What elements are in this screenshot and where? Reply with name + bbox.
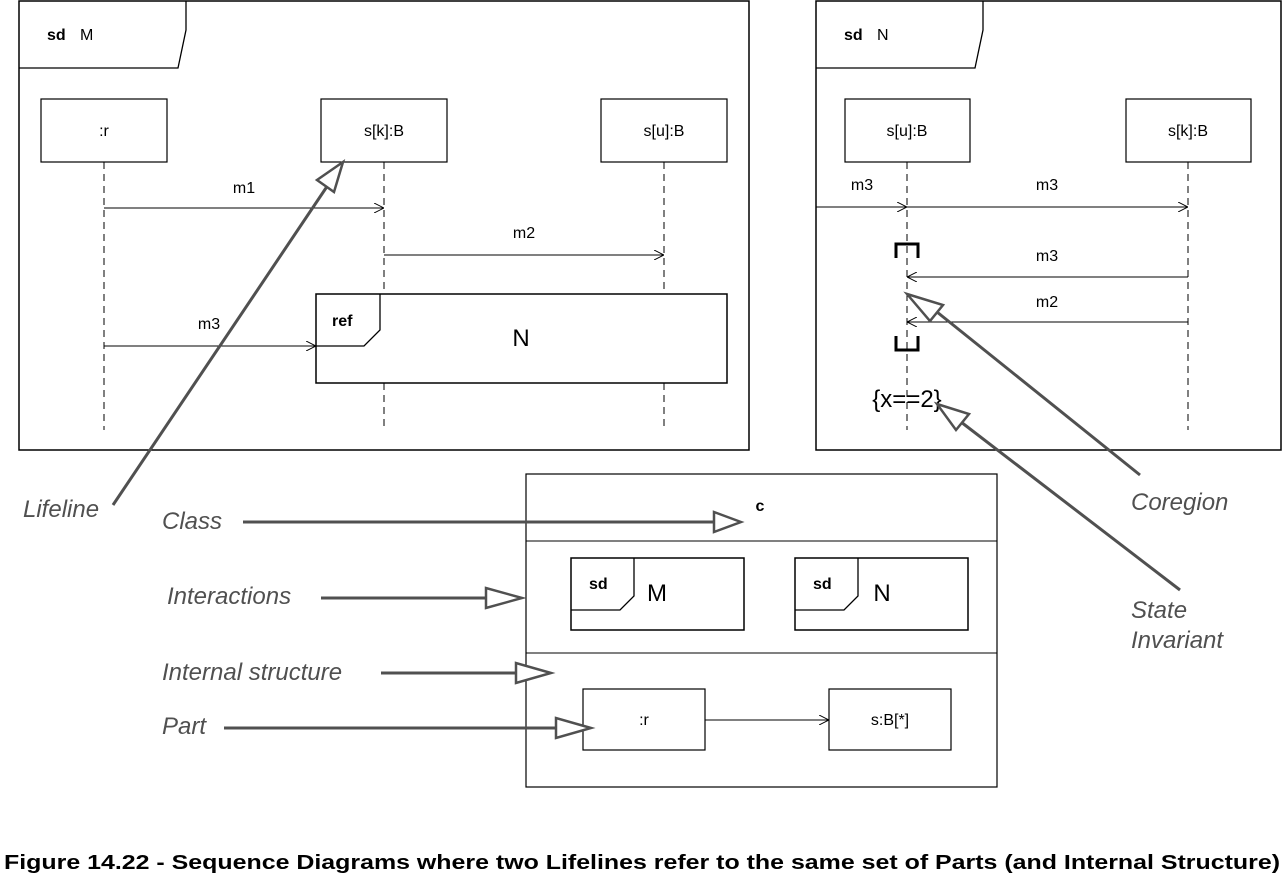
lifeline-label-n-sk: s[k]:B [1168, 123, 1208, 140]
annotation-arrows: Lifeline Class Interactions Internal str… [23, 158, 1228, 740]
lifeline-head-r [40, 98, 168, 163]
coregion-bracket-bottom [894, 336, 920, 352]
annotation-state: State [1131, 597, 1187, 624]
sd-m-frame: sd M :r s[k]:B s[u]:B m1 m2 m3 ref N [18, 0, 750, 451]
state-invariant-label: {x==2} [872, 386, 941, 413]
class-c-box: c sd M sd N :r s:B[*] [525, 473, 998, 788]
annotation-coregion: Coregion [1131, 489, 1228, 516]
lifeline-head-n-su [844, 98, 971, 163]
lifeline-pointer [111, 184, 330, 506]
ref-keyword: ref [332, 313, 353, 330]
sd-n-keyword: sd [844, 27, 863, 44]
lifeline-label-su: s[u]:B [644, 123, 685, 140]
coregion-bracket-top [894, 242, 920, 258]
sd-n-name: N [877, 27, 889, 44]
part-r-label: :r [639, 712, 649, 729]
part-pointer-head [554, 716, 596, 740]
message-m3-label: m3 [198, 316, 220, 333]
internal-structure-pointer-head [514, 661, 556, 685]
part-s [828, 688, 952, 751]
annotation-class: Class [162, 508, 222, 535]
ref-name: N [512, 325, 529, 352]
sd-m-name: M [80, 27, 93, 44]
figure-caption: Figure 14.22 - Sequence Diagrams where t… [4, 852, 1280, 874]
message-n-m2-label: m2 [1036, 294, 1058, 311]
annotation-part: Part [162, 713, 207, 740]
annotation-lifeline: Lifeline [23, 496, 99, 523]
annotation-invariant: Invariant [1131, 627, 1224, 654]
interaction-sd-m-name: M [647, 580, 667, 607]
lifeline-label-sk: s[k]:B [364, 123, 404, 140]
interactions-pointer-head [484, 586, 527, 610]
message-n-gate-m3-label: m3 [851, 177, 873, 194]
sd-m-keyword: sd [47, 27, 66, 44]
message-m1-label: m1 [233, 180, 255, 197]
lifeline-head-n-sk [1125, 98, 1252, 163]
lifeline-label-r: :r [99, 123, 109, 140]
lifeline-head-sk [320, 98, 448, 163]
class-pointer-head [712, 510, 745, 534]
part-s-label: s:B[*] [871, 712, 909, 729]
message-n-m3-label: m3 [1036, 177, 1058, 194]
sd-n-frame: sd N s[u]:B s[k]:B m3 m3 m3 m2 {x==2} [815, 0, 1282, 451]
lifeline-head-su [600, 98, 728, 163]
interaction-sd-n [794, 557, 969, 631]
coregion-pointer-head [903, 291, 946, 323]
message-n-m3-return-label: m3 [1036, 248, 1058, 265]
message-m2-label: m2 [513, 225, 535, 242]
part-r [582, 688, 706, 751]
state-invariant-pointer-head [933, 401, 972, 433]
interaction-sd-n-name: N [873, 580, 890, 607]
interaction-sd-n-keyword: sd [813, 576, 832, 593]
coregion-pointer [936, 310, 1141, 477]
interaction-sd-m [570, 557, 745, 631]
state-invariant-pointer [960, 420, 1181, 592]
annotation-internal-structure: Internal structure [162, 659, 342, 686]
annotation-interactions: Interactions [167, 583, 291, 610]
lifeline-pointer-head [314, 158, 346, 195]
class-name: c [756, 498, 765, 515]
ref-fragment [315, 293, 728, 384]
lifeline-label-n-su: s[u]:B [887, 123, 928, 140]
interaction-sd-m-keyword: sd [589, 576, 608, 593]
